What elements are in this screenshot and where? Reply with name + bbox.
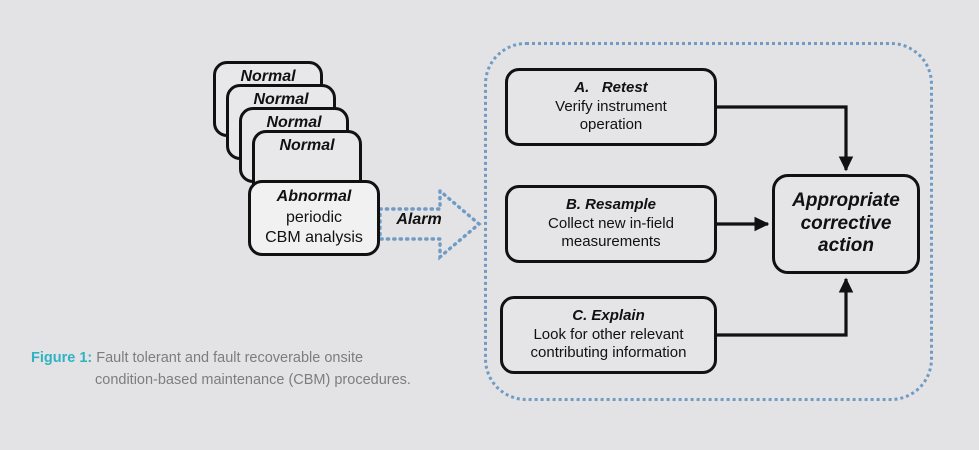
outcome-line1: Appropriate bbox=[792, 189, 900, 211]
procedure-box-c[interactable]: C. Explain Look for other relevant contr… bbox=[500, 296, 717, 374]
procedure-c-line3: contributing information bbox=[530, 344, 687, 362]
procedure-a-line3: operation bbox=[579, 116, 643, 134]
figure-caption-label: Figure 1: bbox=[31, 350, 93, 366]
procedure-a-line2: Verify instrument bbox=[555, 97, 667, 115]
alarm-label: Alarm bbox=[396, 211, 442, 228]
outcome-box[interactable]: Appropriate corrective action bbox=[772, 174, 920, 274]
alarm-arrow-icon bbox=[378, 187, 482, 261]
procedure-box-b[interactable]: B. Resample Collect new in-field measure… bbox=[505, 185, 717, 263]
abnormal-card-line3: CBM analysis bbox=[265, 229, 363, 247]
sample-card-abnormal: Abnormal periodic CBM analysis bbox=[248, 180, 380, 256]
figure-caption: Figure 1: Fault tolerant and fault recov… bbox=[31, 347, 425, 391]
procedure-b-title: B. Resample bbox=[565, 196, 657, 214]
figure-caption-text: Fault tolerant and fault recoverable ons… bbox=[92, 350, 411, 389]
sample-card-title: Normal bbox=[279, 137, 335, 154]
sample-card-title: Normal bbox=[240, 68, 296, 85]
outcome-line2: corrective bbox=[800, 212, 892, 234]
procedures-container bbox=[484, 42, 933, 401]
sample-card-title: Normal bbox=[266, 114, 322, 131]
procedure-b-line3: measurements bbox=[561, 233, 661, 251]
abnormal-card-line2: periodic bbox=[285, 208, 343, 226]
procedure-c-title: C. Explain bbox=[572, 307, 645, 325]
sample-card-title: Normal bbox=[253, 91, 309, 108]
outcome-line3: action bbox=[818, 235, 874, 257]
procedure-c-line2: Look for other relevant bbox=[533, 325, 684, 343]
procedure-box-a[interactable]: A. Retest Verify instrument operation bbox=[505, 68, 717, 146]
procedure-b-line2: Collect new in-field bbox=[548, 214, 674, 232]
procedure-a-title: A. Retest bbox=[574, 79, 648, 97]
abnormal-card-title: Abnormal bbox=[276, 187, 352, 205]
